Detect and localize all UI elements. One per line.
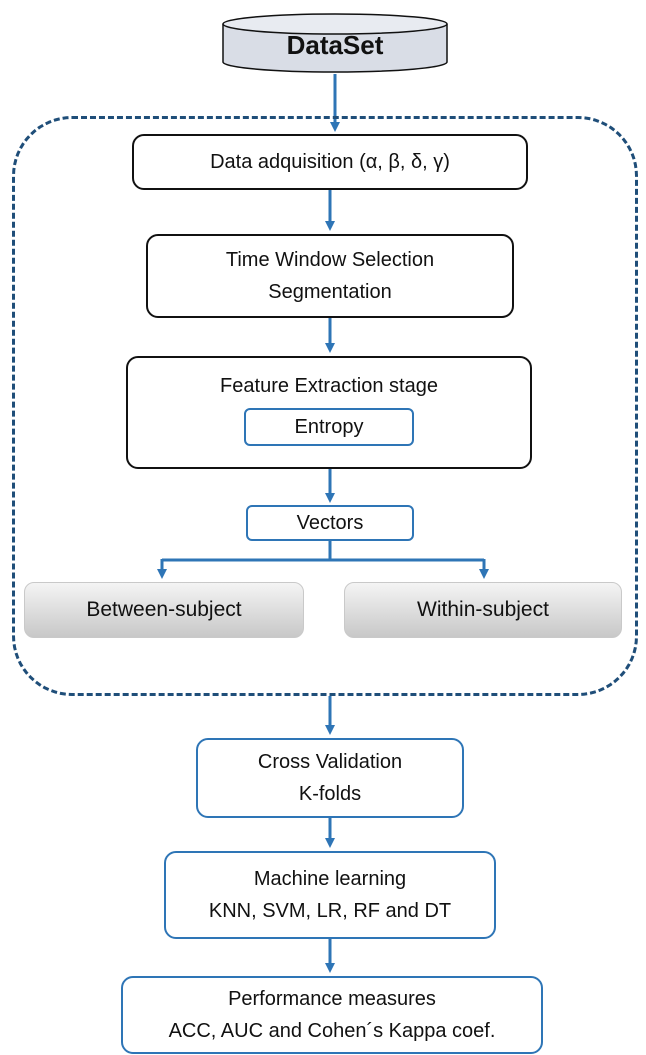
segmentation-label: Segmentation <box>268 281 392 303</box>
dataset-cylinder: DataSet <box>222 12 448 73</box>
entropy-box: Entropy <box>244 408 414 446</box>
entropy-label: Entropy <box>294 416 364 438</box>
cross-validation-box: Cross Validation K-folds <box>196 738 464 818</box>
vectors-box: Vectors <box>246 505 414 541</box>
k-folds-label: K-folds <box>298 783 362 805</box>
between-subject-box: Between-subject <box>24 582 304 638</box>
data-acquisition-box: Data adquisition (α, β, δ, γ) <box>132 134 528 190</box>
classifiers-label: KNN, SVM, LR, RF and DT <box>208 900 452 922</box>
cross-validation-label: Cross Validation <box>257 751 403 773</box>
feature-extraction-box: Feature Extraction stage Entropy <box>126 356 532 469</box>
data-acquisition-label: Data adquisition (α, β, δ, γ) <box>210 151 450 173</box>
performance-measures-label: Performance measures <box>228 988 436 1010</box>
feature-extraction-label: Feature Extraction stage <box>220 375 438 397</box>
vectors-label: Vectors <box>296 512 364 534</box>
time-window-label: Time Window Selection <box>225 249 435 271</box>
within-subject-box: Within-subject <box>344 582 622 638</box>
time-window-box: Time Window Selection Segmentation <box>146 234 514 318</box>
machine-learning-box: Machine learning KNN, SVM, LR, RF and DT <box>164 851 496 939</box>
machine-learning-label: Machine learning <box>253 868 407 890</box>
performance-measures-box: Performance measures ACC, AUC and Cohen´… <box>121 976 543 1054</box>
processing-group <box>12 116 638 696</box>
dataset-label: DataSet <box>286 30 384 60</box>
metrics-label: ACC, AUC and Cohen´s Kappa coef. <box>168 1020 496 1042</box>
between-subject-label: Between-subject <box>86 598 242 621</box>
within-subject-label: Within-subject <box>417 598 549 621</box>
